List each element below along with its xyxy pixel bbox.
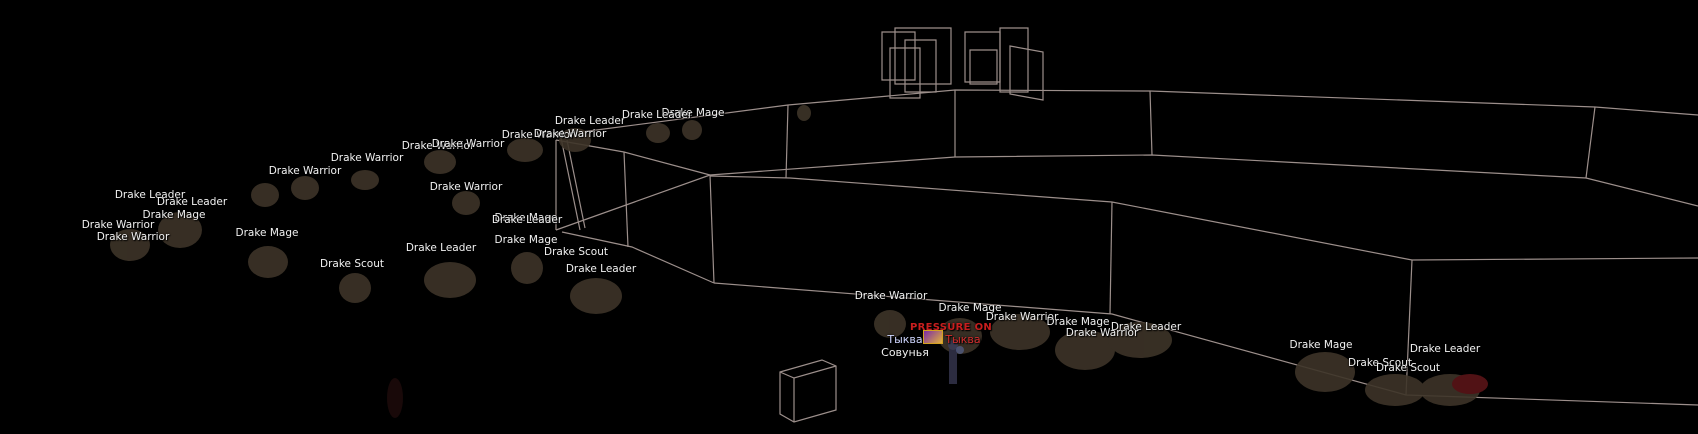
mob-nameplate: Drake Warrior xyxy=(1065,327,1139,339)
mob-nameplate: Drake Scout xyxy=(320,258,384,270)
mob-nameplate: Drake Warrior xyxy=(533,128,607,140)
wireframe-geometry xyxy=(555,27,1698,423)
self-nameplate: Совунья xyxy=(881,346,929,359)
mob-nameplate: Drake Leader xyxy=(405,242,477,254)
mob-nameplate: Drake Leader xyxy=(491,214,563,226)
mob-nameplate: Drake Scout xyxy=(1376,362,1440,374)
mob-nameplate: Drake Warrior xyxy=(401,140,475,152)
buff-icon[interactable] xyxy=(923,330,943,344)
mob-nameplate: Drake Mage xyxy=(494,212,558,224)
mob-nameplate: Drake Leader xyxy=(1110,321,1182,333)
mob-nameplate: Drake Mage xyxy=(494,234,558,246)
mob-nameplate: Drake Mage xyxy=(1289,339,1353,351)
player-character[interactable] xyxy=(948,340,964,384)
player-nameplate: Тыква xyxy=(945,333,981,346)
mob-nameplate: Drake Warrior xyxy=(501,129,575,141)
mob-nameplate: Drake Warrior xyxy=(268,165,342,177)
mob-nameplate: Drake Leader xyxy=(554,115,626,127)
mob-nameplate: Drake Warrior xyxy=(96,231,170,243)
pressure-status-label: PRESSURE ON xyxy=(909,322,993,333)
mob-nameplate: Drake Mage xyxy=(1046,316,1110,328)
mob-nameplate: Drake Mage xyxy=(142,209,206,221)
player-nameplate: Тыква xyxy=(887,333,923,346)
mob-nameplate: Drake Leader xyxy=(621,109,693,121)
mob-nameplate: Drake Warrior xyxy=(431,138,505,150)
mob-nameplate: Drake Warrior xyxy=(81,219,155,231)
mob-nameplate: Drake Scout xyxy=(544,246,608,258)
mob-nameplate: Drake Scout xyxy=(1348,357,1412,369)
mob-nameplate: Drake Leader xyxy=(156,196,228,208)
mob-nameplate: Drake Mage xyxy=(938,302,1002,314)
mob-nameplate: Drake Leader xyxy=(1409,343,1481,355)
creature-silhouettes xyxy=(110,105,1488,418)
mob-nameplate: Drake Mage xyxy=(235,227,299,239)
mob-nameplate: Drake Leader xyxy=(565,263,637,275)
mob-nameplate: Drake Mage xyxy=(661,107,725,119)
mob-nameplate: Drake Warrior xyxy=(985,311,1059,323)
mob-nameplate: Drake Warrior xyxy=(429,181,503,193)
mob-nameplate: Drake Warrior xyxy=(330,152,404,164)
mob-nameplate: Drake Warrior xyxy=(854,290,928,302)
mob-nameplate: Drake Leader xyxy=(114,189,186,201)
